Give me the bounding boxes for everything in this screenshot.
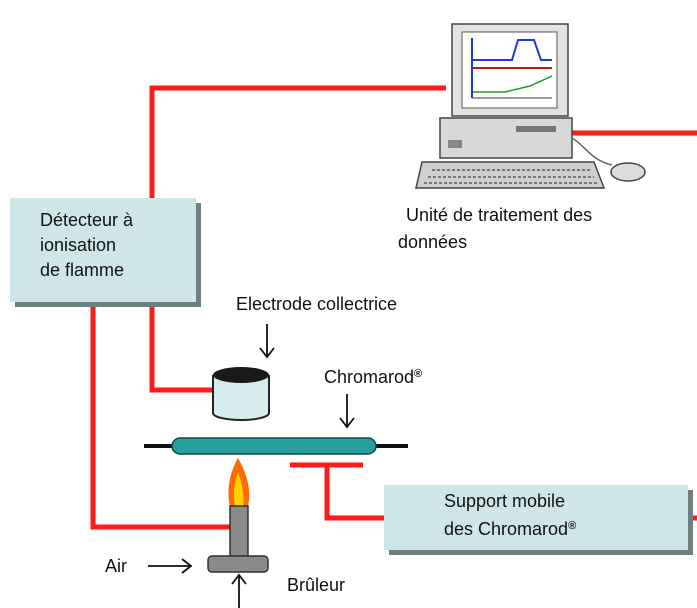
chromarod-label: Chromarod® bbox=[324, 362, 422, 389]
data-unit-label-line1: Unité de traitement des bbox=[406, 205, 593, 225]
burner-inlet-arrow bbox=[231, 573, 247, 608]
wire-detector-to-computer bbox=[149, 85, 446, 198]
electrode-arrow bbox=[259, 324, 275, 359]
support-label-line1: Support mobile bbox=[444, 491, 566, 511]
wire-support-link bbox=[324, 465, 385, 521]
air-label: Air bbox=[105, 556, 127, 576]
air-arrow bbox=[148, 558, 193, 574]
electrode-label: Electrode collectrice bbox=[236, 294, 398, 314]
computer-icon bbox=[415, 23, 646, 189]
chromarod-icon bbox=[144, 437, 408, 455]
wire-detector-to-burner bbox=[90, 302, 235, 530]
data-unit-label-line2: données bbox=[398, 232, 468, 252]
chromarod-arrow bbox=[339, 394, 355, 429]
connection-wires bbox=[90, 85, 697, 530]
detector-label-line2: ionisation bbox=[40, 235, 117, 255]
chromarod-registered-mark: ® bbox=[414, 368, 423, 380]
detector-box: Détecteur à ionisation de flamme bbox=[10, 198, 196, 302]
detector-label-line1: Détecteur à bbox=[40, 210, 134, 230]
support-label-line2: des Chromarod® bbox=[444, 514, 688, 542]
burner-label: Brûleur bbox=[287, 575, 346, 595]
chromarod-label-text: Chromarod bbox=[324, 367, 415, 387]
detector-label-line3: de flamme bbox=[40, 260, 125, 280]
arrows bbox=[148, 324, 355, 608]
wire-detector-to-electrode bbox=[149, 302, 215, 393]
support-label-text: des Chromarod bbox=[444, 519, 569, 539]
electrode-icon bbox=[212, 367, 270, 421]
support-registered-mark: ® bbox=[568, 520, 577, 532]
burner-icon bbox=[207, 505, 269, 573]
flame-icon bbox=[228, 458, 250, 506]
support-box: Support mobile des Chromarod® bbox=[384, 485, 688, 550]
